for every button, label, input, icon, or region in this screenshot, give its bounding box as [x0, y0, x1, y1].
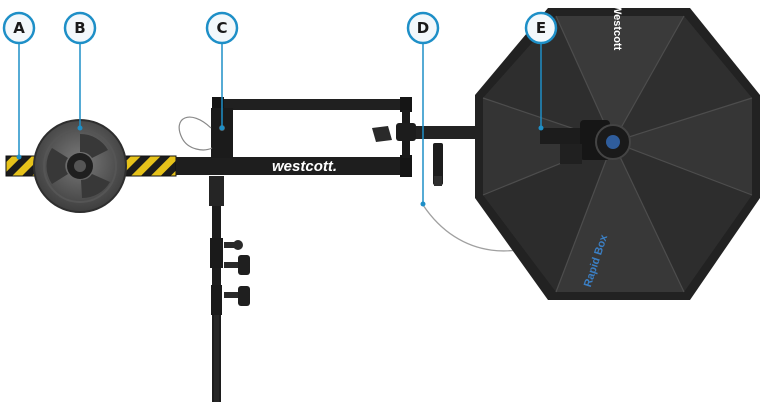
- pivot-post: [211, 108, 233, 158]
- upper-arm: [212, 99, 412, 110]
- callout-d-label: D: [417, 19, 429, 37]
- callout-a: A: [2, 11, 36, 45]
- arm-end-cap-right: [400, 155, 412, 177]
- callout-a-label: A: [13, 19, 25, 37]
- upper-arm-end-right: [400, 97, 412, 112]
- counterweight-plate: [33, 119, 127, 213]
- clamp-knob: [372, 123, 416, 142]
- softbox-print-top: Westcott: [611, 4, 623, 51]
- stand-knob-lower: [224, 286, 250, 306]
- safety-cable-loop: [178, 116, 213, 151]
- callout-c-label: C: [216, 19, 227, 37]
- callout-b-label: B: [74, 19, 85, 37]
- counter-handle: [433, 143, 443, 185]
- callout-e-label: E: [536, 19, 546, 37]
- light-stand: [209, 176, 224, 402]
- brand-mark: westcott.: [272, 158, 337, 175]
- speedring-mount: [540, 120, 631, 164]
- callout-e: E: [524, 11, 558, 45]
- callout-c: C: [205, 11, 239, 45]
- callout-b: B: [63, 11, 97, 45]
- stand-knob-middle: [224, 255, 250, 275]
- stand-knob-upper: [224, 240, 243, 250]
- lower-arm: [176, 157, 412, 175]
- callout-d: D: [406, 11, 440, 45]
